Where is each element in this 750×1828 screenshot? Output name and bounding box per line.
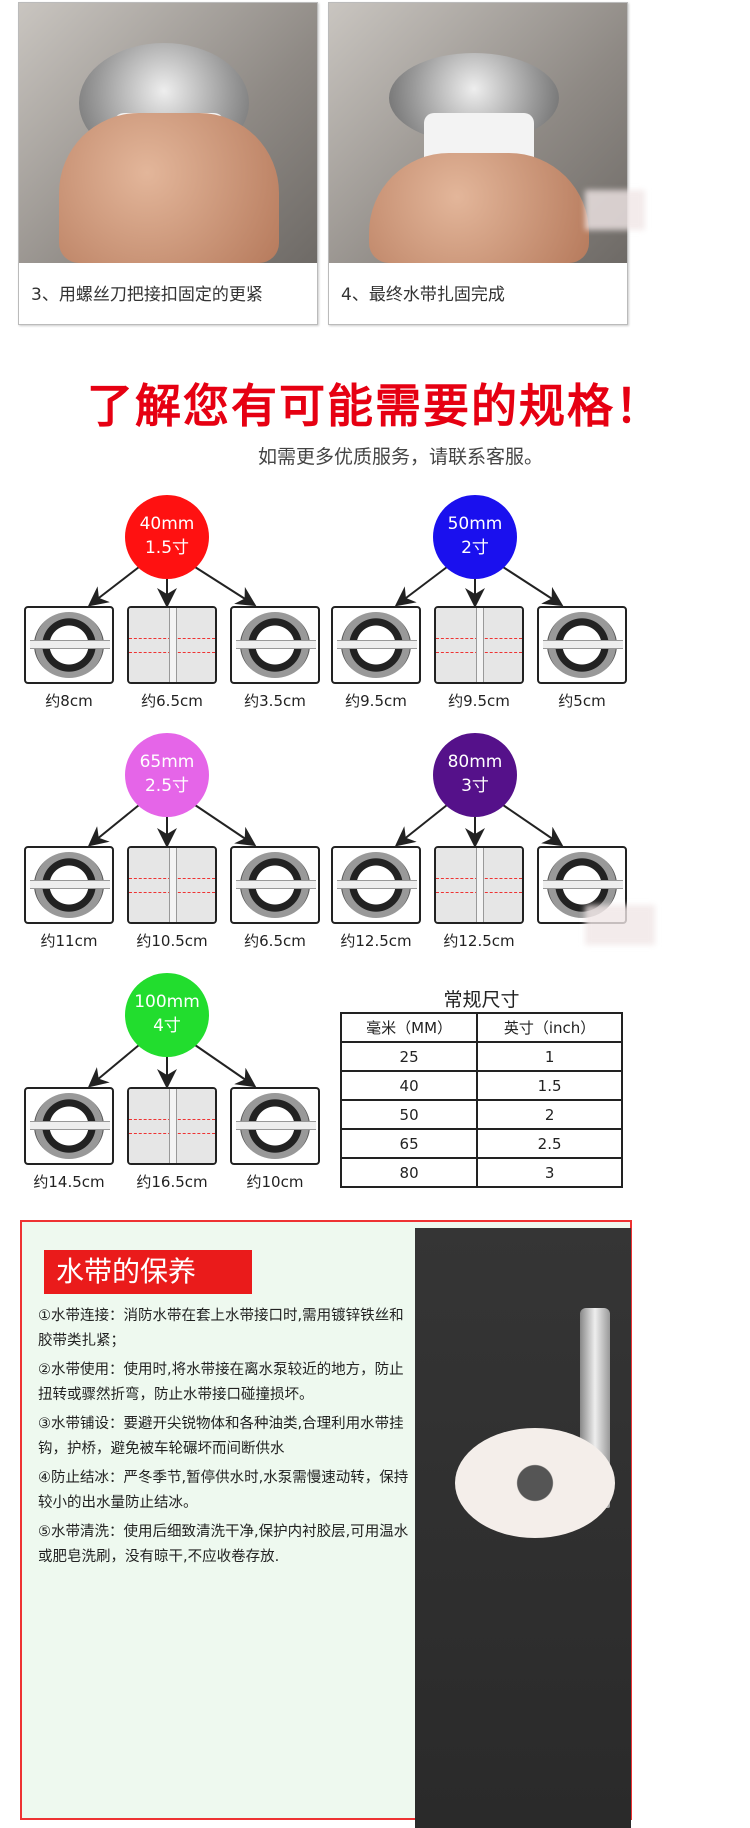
care-section: 水带的保养 ①水带连接：消防水带在套上水带接口时,需用镀锌铁丝和胶带类扎紧； ②…: [20, 1220, 632, 1828]
cell: 40: [339, 1070, 479, 1101]
cell: 3: [476, 1157, 623, 1188]
product-photo: [415, 1228, 631, 1828]
arrow: [394, 804, 448, 847]
care-item: ①水带连接：消防水带在套上水带接口时,需用镀锌铁丝和胶带类扎紧；: [38, 1308, 404, 1349]
arrow: [194, 566, 257, 607]
arrow: [502, 804, 564, 847]
table-title: 常规尺寸: [443, 989, 520, 1011]
care-list: ①水带连接：消防水带在套上水带接口时,需用镀锌铁丝和胶带类扎紧； ②水带使用：使…: [38, 1304, 413, 1574]
size-label: 约9.5cm: [448, 692, 510, 710]
step-3-caption: 3、用螺丝刀把接扣固定的更紧: [31, 285, 263, 305]
size-circle-40mm: 40mm 1.5寸: [125, 495, 209, 579]
size-label: 约3.5cm: [244, 692, 306, 710]
size-circle-100mm: 100mm 4寸: [125, 973, 209, 1057]
cell: 1: [476, 1041, 623, 1072]
step-3-photo: [19, 3, 317, 263]
care-item: ③水带铺设：要避开尖锐物体和各种油类,合理利用水带挂钩，护桥，避免被车轮碾坏而间…: [38, 1416, 404, 1457]
size-mm: 80mm: [447, 752, 503, 772]
hose-width-photo: [127, 606, 217, 684]
arrows: [87, 566, 564, 1089]
size-label: 约9.5cm: [345, 692, 407, 710]
page-heading: 了解您有可能需要的规格！: [87, 379, 663, 433]
header-mm: 毫米（MM）: [339, 1012, 479, 1043]
coupling-photo: [24, 606, 114, 684]
arrow: [87, 1044, 140, 1088]
coupling-photo: [331, 846, 421, 924]
size-mm: 100mm: [134, 992, 200, 1012]
size-cun: 1.5寸: [144, 538, 190, 558]
coupling-photo: [537, 606, 627, 684]
step-4-caption: 4、最终水带扎固完成: [341, 285, 505, 305]
size-label: 约8cm: [45, 692, 93, 710]
hose-width-photo: [127, 1087, 217, 1165]
coupling-photo: [24, 846, 114, 924]
arrow: [87, 566, 140, 607]
size-label: 约16.5cm: [136, 1173, 208, 1191]
size-mm: 40mm: [139, 514, 195, 534]
hose-width-photo: [127, 846, 217, 924]
arrow: [87, 804, 140, 847]
size-label: 约14.5cm: [33, 1173, 105, 1191]
size-label: 约5cm: [558, 692, 606, 710]
cell: 50: [339, 1099, 479, 1130]
cell: 80: [339, 1157, 479, 1188]
table-header-row: 毫米（MM）英寸（inch）: [339, 1012, 623, 1043]
size-cun: 4寸: [153, 1016, 181, 1036]
size-label: 约10.5cm: [136, 932, 208, 950]
step-4-photo: [329, 3, 627, 263]
cell: 2: [476, 1099, 623, 1130]
size-label: 约6.5cm: [244, 932, 306, 950]
coupling-photo: [230, 1087, 320, 1165]
arrow: [194, 1044, 257, 1088]
hose-width-photo: [434, 606, 524, 684]
size-label: 约11cm: [40, 932, 98, 950]
header-inch: 英寸（inch）: [476, 1012, 623, 1043]
size-cun: 3寸: [461, 776, 489, 796]
cell: 2.5: [476, 1128, 623, 1159]
care-item: ②水带使用：使用时,将水带接在离水泵较近的地方，防止扭转或骤然折弯，防止水带接口…: [38, 1362, 404, 1403]
cell: 1.5: [476, 1070, 623, 1101]
size-circle-80mm: 80mm 3寸: [433, 733, 517, 817]
care-title: 水带的保养: [44, 1250, 252, 1294]
arrow: [394, 566, 448, 607]
coupling-photo: [230, 846, 320, 924]
size-label: 约10cm: [246, 1173, 304, 1191]
coupling-photo: [537, 846, 627, 924]
care-item: ④防止结冰：严冬季节,暂停供水时,水泵需慢速动转，保持较小的出水量防止结冰。: [38, 1470, 409, 1511]
step-4-panel: 4、最终水带扎固完成: [328, 2, 628, 325]
step-3-panel: 3、用螺丝刀把接扣固定的更紧: [18, 2, 318, 325]
size-label: 约6.5cm: [141, 692, 203, 710]
coupling-photo: [331, 606, 421, 684]
cell: 25: [339, 1041, 479, 1072]
size-cun: 2寸: [461, 538, 489, 558]
size-label: 约12.5cm: [340, 932, 412, 950]
coupling-photo: [24, 1087, 114, 1165]
size-mm: 50mm: [447, 514, 503, 534]
hose-width-photo: [434, 846, 524, 924]
care-item: ⑤水带清洗：使用后细致清洗干净,保护内衬胶层,可用温水或肥皂洗刷，没有晾干,不应…: [38, 1524, 409, 1565]
arrow: [194, 804, 257, 847]
coupling-photo: [230, 606, 320, 684]
size-circle-50mm: 50mm 2寸: [433, 495, 517, 579]
size-circle-65mm: 65mm 2.5寸: [125, 733, 209, 817]
size-mm: 65mm: [139, 752, 195, 772]
size-cun: 2.5寸: [144, 776, 190, 796]
page-subtitle: 如需更多优质服务，请联系客服。: [258, 446, 544, 468]
size-label: 约12.5cm: [443, 932, 515, 950]
cell: 65: [339, 1128, 479, 1159]
arrow: [502, 566, 564, 607]
